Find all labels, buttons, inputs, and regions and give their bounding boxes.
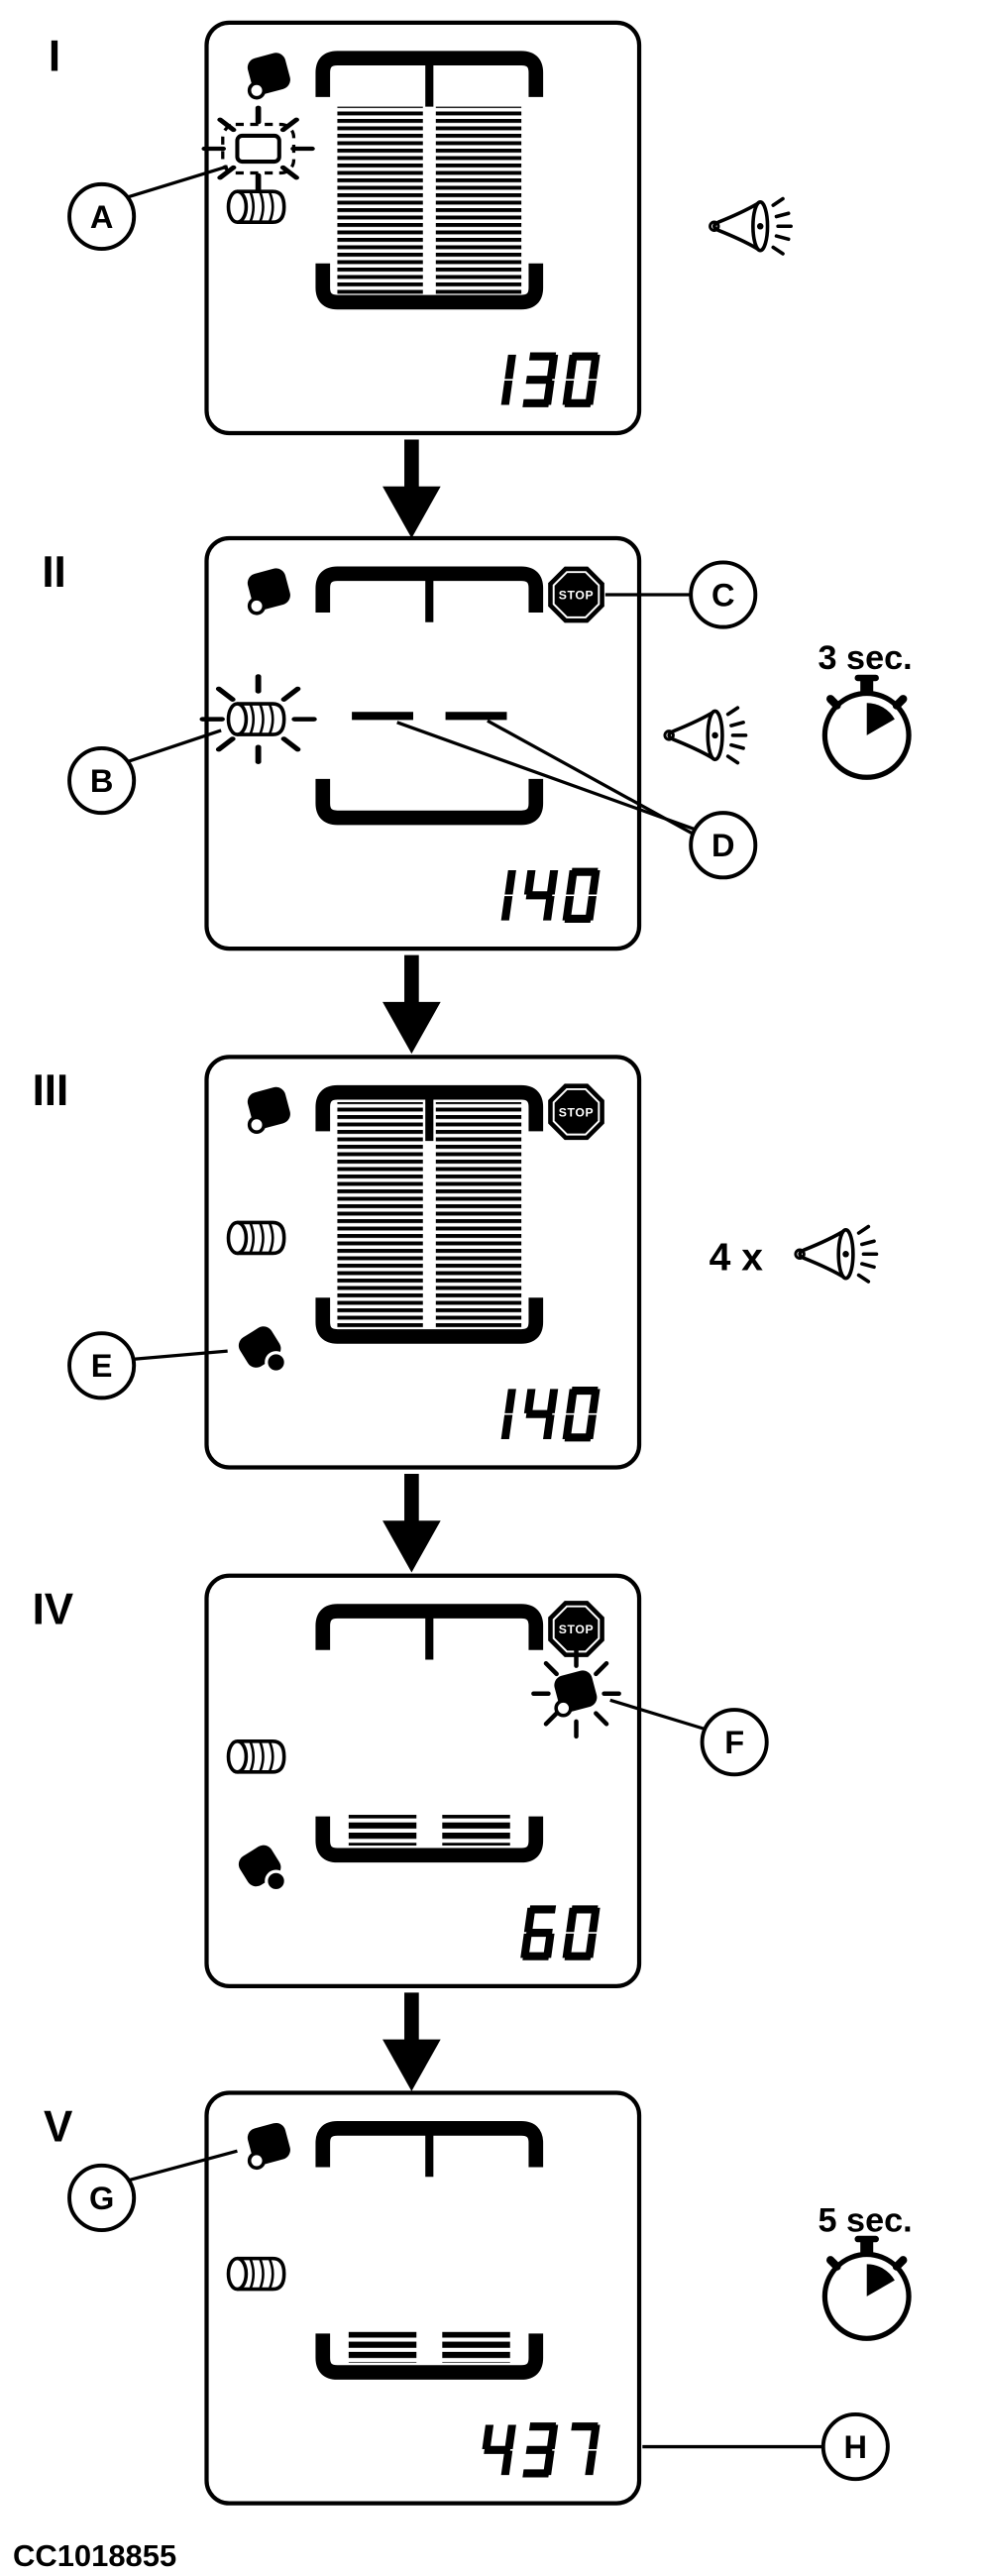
net-roll-icon xyxy=(226,189,286,224)
horn-sound-icon xyxy=(794,1224,879,1284)
callout-leader-line xyxy=(128,2149,238,2183)
lcd-value-4 xyxy=(520,1905,601,1960)
panel-III: III STOP 4 x E xyxy=(33,1055,879,1470)
stop-label: STOP xyxy=(559,1105,595,1119)
flashing-bale-shape-icon xyxy=(533,1651,618,1736)
panel-I: I A xyxy=(49,20,793,436)
callout-C: C xyxy=(604,560,758,629)
lcd-value-3 xyxy=(500,1386,601,1442)
callout-letter: E xyxy=(91,1347,113,1384)
flashing-net-roll-icon xyxy=(202,676,313,761)
stopwatch-icon xyxy=(824,675,909,778)
callout-bubble xyxy=(689,560,758,629)
callout-leader-line xyxy=(127,165,229,199)
chamber-fill-right xyxy=(435,1101,522,1329)
panel-V: V 5 sec. G H xyxy=(44,2090,913,2506)
timer-label: 3 sec. xyxy=(819,639,913,677)
flow-arrow-4 xyxy=(382,1992,441,2091)
horn-sound-icon xyxy=(663,706,748,765)
stop-indicator: STOP xyxy=(547,1082,605,1142)
callout-letter: F xyxy=(724,1724,744,1760)
panel-IV: IV STOP F xyxy=(33,1573,769,1988)
chamber-fill-right xyxy=(435,106,522,294)
step-numeral-4: IV xyxy=(33,1586,74,1634)
chamber-fill-left xyxy=(337,106,423,294)
chamber-fill-left xyxy=(337,1101,423,1329)
flash-outline xyxy=(221,122,296,175)
flow-arrow-3 xyxy=(382,1474,441,1573)
panel-II: II STOP 3 sec. B C xyxy=(42,535,913,952)
callout-leader-line xyxy=(134,1349,228,1361)
timer-label: 5 sec. xyxy=(819,2202,913,2240)
net-roll-icon xyxy=(226,1220,286,1256)
flow-arrow-2 xyxy=(382,954,441,1055)
wrap-progress-block-right xyxy=(442,2331,510,2363)
lcd-value-1 xyxy=(500,352,601,407)
display-screen-4 xyxy=(204,1573,642,1988)
callout-D: D xyxy=(396,719,758,880)
callout-G: G xyxy=(67,2149,238,2233)
callout-B: B xyxy=(67,728,222,816)
callout-bubble xyxy=(67,745,137,816)
step-numeral-5: V xyxy=(44,2102,73,2151)
lcd-value-2 xyxy=(500,867,601,924)
stop-indicator: STOP xyxy=(547,1600,605,1658)
stop-label: STOP xyxy=(559,589,595,603)
callout-bubble xyxy=(689,811,758,880)
callout-letter: B xyxy=(90,762,114,799)
callout-E: E xyxy=(67,1331,228,1400)
flashing-selection-box-icon xyxy=(204,108,312,190)
callout-letter: C xyxy=(711,576,735,613)
net-roll-icon xyxy=(226,702,286,736)
figure-code: CC1018855 xyxy=(13,2538,176,2573)
lcd-value-5 xyxy=(482,2422,601,2478)
stop-label: STOP xyxy=(559,1623,595,1636)
callout-leader-line xyxy=(487,719,701,840)
multiplier-label: 4 x xyxy=(710,1237,764,1280)
callout-letter: G xyxy=(89,2180,114,2216)
stop-indicator: STOP xyxy=(547,565,605,624)
callout-letter: A xyxy=(90,198,114,235)
step-numeral-2: II xyxy=(42,548,65,597)
callout-letter: H xyxy=(844,2428,868,2465)
flow-arrow-1 xyxy=(382,439,441,538)
net-roll-icon xyxy=(226,1739,286,1774)
step-numeral-3: III xyxy=(33,1066,69,1115)
callout-bubble xyxy=(67,1331,137,1400)
callout-leader-line xyxy=(609,1698,707,1732)
step-numeral-1: I xyxy=(49,33,60,81)
callout-H: H xyxy=(642,2411,890,2482)
callout-A: A xyxy=(67,165,229,252)
wrap-progress-block-right xyxy=(442,1815,510,1847)
wrap-progress-block-left xyxy=(348,2331,417,2363)
callout-leader-line xyxy=(128,728,222,763)
display-screen-2 xyxy=(204,535,642,952)
callout-F: F xyxy=(609,1698,769,1777)
callout-bubble xyxy=(700,1708,769,1777)
selection-box xyxy=(235,133,281,165)
display-screen-5 xyxy=(204,2090,642,2506)
horn-sound-icon xyxy=(708,196,793,256)
callout-letter: D xyxy=(711,827,735,863)
wrap-progress-block-left xyxy=(348,1815,417,1847)
net-roll-icon xyxy=(226,2256,286,2292)
callout-leader-line xyxy=(396,721,695,831)
callout-bubble xyxy=(67,2163,137,2233)
callout-bubble xyxy=(820,2411,890,2482)
callout-bubble xyxy=(67,181,137,252)
stopwatch-icon xyxy=(824,2236,909,2339)
